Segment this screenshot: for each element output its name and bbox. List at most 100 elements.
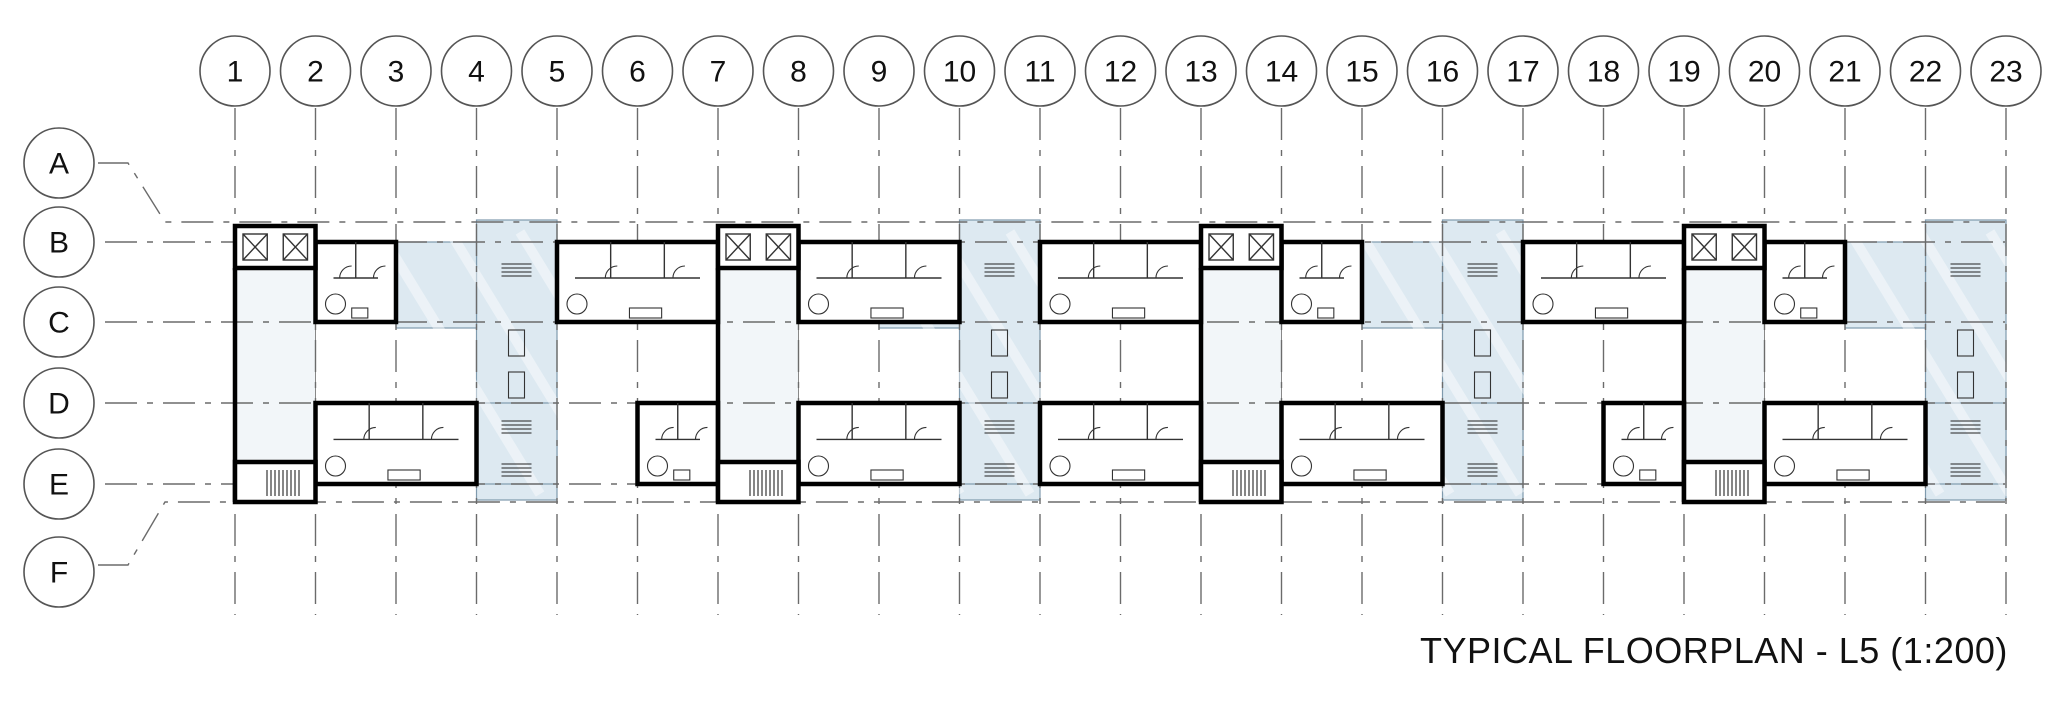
- row-bubble-circle: [23, 286, 95, 358]
- door-swing: [1305, 265, 1318, 279]
- grid-line-row-f: [98, 501, 2005, 566]
- seating-module: [507, 329, 526, 357]
- column-bubble-circle: [1809, 35, 1881, 107]
- seating-module: [1956, 371, 1975, 399]
- table-fixture: [324, 293, 347, 315]
- kitchen-counter: [1111, 469, 1146, 481]
- door-swing: [1660, 426, 1674, 440]
- column-bubble-18: 18: [1567, 35, 1640, 107]
- lift-cross: [242, 233, 268, 261]
- column-bubble-10: 10: [923, 35, 996, 107]
- row-bubble-label: E: [49, 469, 69, 502]
- column-bubble-20: 20: [1728, 35, 1801, 107]
- unit-upper-3: [796, 239, 962, 325]
- unit-upper-5: [1279, 239, 1365, 325]
- row-bubble-label: B: [49, 227, 69, 260]
- column-bubble-3: 3: [360, 35, 432, 107]
- row-bubble-circle: [23, 127, 95, 199]
- door-swing: [339, 265, 352, 279]
- table-fixture: [324, 455, 347, 477]
- door-swing: [1155, 265, 1168, 279]
- kitchen-counter: [1836, 469, 1870, 481]
- bridge-fixture: [984, 263, 1015, 277]
- unit-floor: [557, 242, 718, 322]
- lift-car: [1691, 233, 1717, 261]
- unit-upper-6: [1520, 239, 1687, 325]
- door-swing: [430, 426, 444, 440]
- circulation-areas: [234, 259, 1765, 485]
- column-bubble-circle: [1970, 35, 2042, 107]
- kitchen-counter: [673, 469, 691, 481]
- unit-outline: [1279, 400, 1445, 487]
- lift-cross: [725, 233, 751, 261]
- grid-line-row-a: [98, 162, 2005, 223]
- bridge-fixture: [1467, 263, 1498, 277]
- plan-title: TYPICAL FLOORPLAN - L5 (1:200): [1420, 630, 2008, 671]
- kitchen-counter: [870, 307, 904, 319]
- table-fixture: [807, 455, 830, 477]
- lift-car: [1731, 233, 1758, 261]
- column-bubble-1: 1: [199, 35, 271, 107]
- column-bubble-circle: [440, 35, 513, 107]
- column-bubble-label: 6: [629, 56, 646, 89]
- table-fixture: [1612, 455, 1635, 477]
- unit-outline: [796, 239, 962, 325]
- unit-floor: [1040, 242, 1201, 322]
- stair-core-2: [715, 459, 801, 505]
- atrium-4: [1683, 259, 1765, 485]
- stair-outline: [232, 459, 318, 505]
- column-bubble-label: 4: [468, 56, 485, 89]
- unit-upper-1: [313, 239, 399, 325]
- unit-lower-7: [1762, 400, 1928, 487]
- seating-module: [1473, 371, 1492, 399]
- lift-floor: [1684, 226, 1765, 268]
- lift-cross: [1208, 233, 1234, 261]
- bridge-fixture: [984, 420, 1015, 434]
- column-bubble-label: 20: [1748, 56, 1781, 89]
- door-swing: [913, 265, 927, 279]
- kitchen-counter: [628, 307, 663, 319]
- unit-floor: [1764, 403, 1926, 484]
- column-bubble-label: 8: [790, 56, 807, 89]
- row-bubble-label: F: [50, 557, 68, 590]
- column-bubble-circle: [1084, 35, 1157, 107]
- kitchen-counter: [870, 469, 904, 481]
- door-swing: [672, 265, 685, 279]
- lift-car: [1248, 233, 1275, 261]
- unit-lower-2: [635, 400, 721, 487]
- lift-core-2: [715, 223, 801, 502]
- stair-outline: [715, 459, 801, 505]
- lift-car: [725, 233, 751, 261]
- column-bubble-circle: [1567, 35, 1640, 107]
- table-fixture: [1290, 293, 1313, 315]
- column-bubble-label: 10: [943, 56, 976, 89]
- door-swing: [363, 426, 376, 440]
- table-fixture: [1290, 455, 1313, 477]
- lift-shaft-outline: [1198, 223, 1284, 271]
- door-swing: [661, 426, 674, 440]
- lift-car: [282, 233, 309, 261]
- door-swing: [1087, 265, 1101, 279]
- door-swing: [1788, 265, 1801, 279]
- row-bubble-label: A: [49, 148, 69, 181]
- kitchen-counter: [1639, 469, 1657, 481]
- lift-car: [1208, 233, 1234, 261]
- door-swing: [1087, 426, 1101, 440]
- column-bubble-label: 21: [1828, 56, 1861, 89]
- column-bubble-label: 14: [1265, 56, 1298, 89]
- row-bubble-C: C: [23, 286, 95, 358]
- door-swing: [1329, 426, 1342, 440]
- door-swing: [694, 426, 708, 440]
- lift-cross: [282, 233, 309, 261]
- column-bubble-23: 23: [1970, 35, 2042, 107]
- unit-upper-4: [1037, 239, 1204, 325]
- table-fixture: [1049, 455, 1071, 477]
- column-bubble-label: 13: [1184, 56, 1217, 89]
- column-bubble-circle: [762, 35, 835, 107]
- bridge-fixture: [1950, 420, 1981, 434]
- glass-strip-lower-3: [1439, 402, 1524, 485]
- column-bubble-circle: [1648, 35, 1720, 107]
- door-swing: [846, 265, 859, 279]
- column-bubble-label: 3: [388, 56, 405, 89]
